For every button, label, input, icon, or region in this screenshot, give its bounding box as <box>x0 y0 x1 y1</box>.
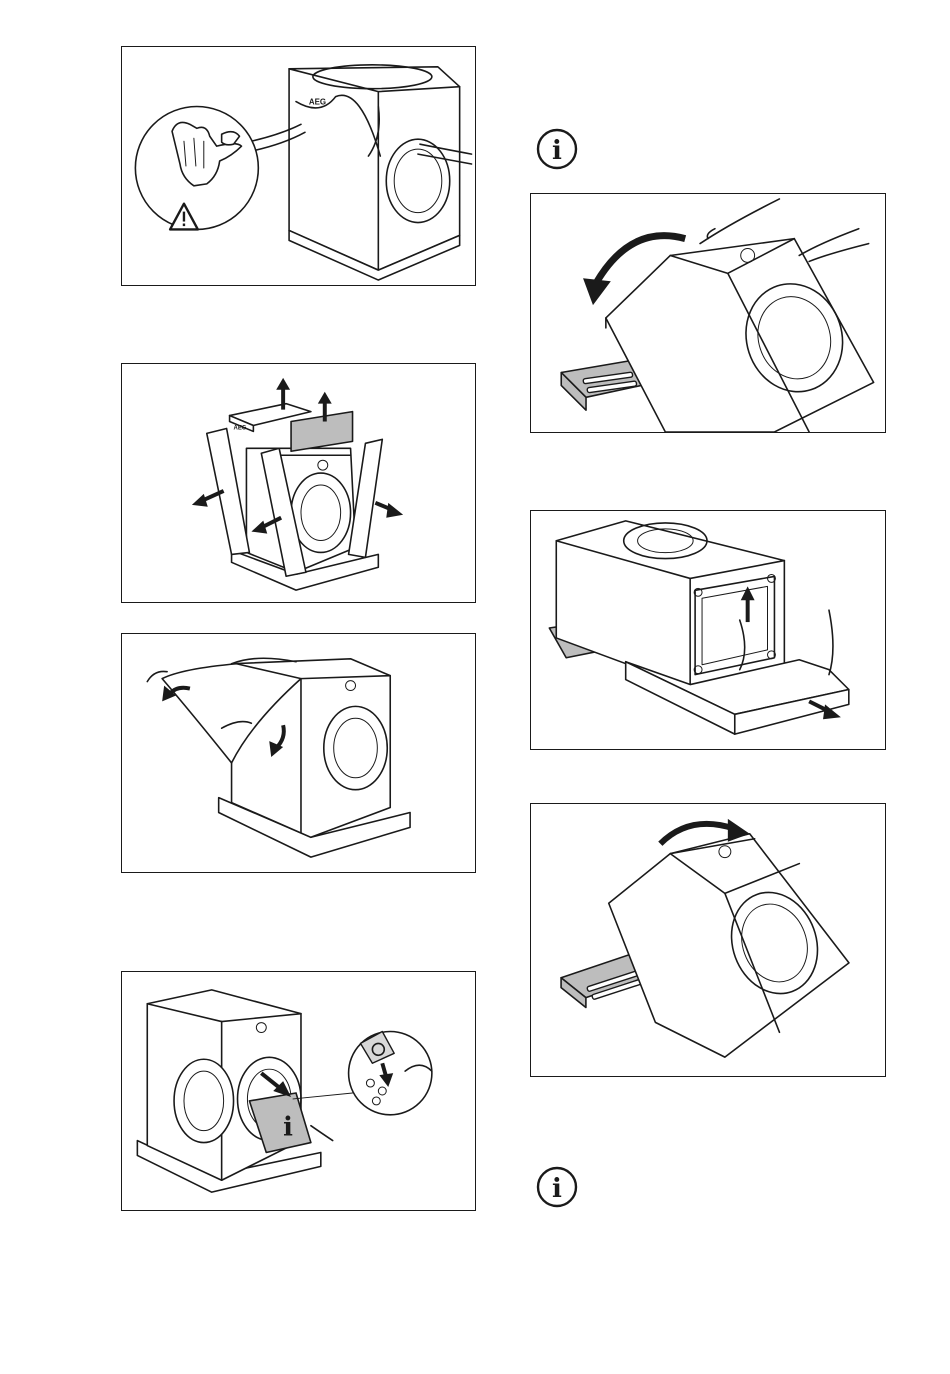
illustration-remove-bag <box>121 633 476 873</box>
tilt-upright-drawing <box>531 804 885 1076</box>
polystyrene-block <box>291 412 352 452</box>
illustration-remove-base <box>530 510 886 750</box>
info-icon: i <box>535 1165 579 1209</box>
remove-corners-drawing: AEG <box>122 364 475 602</box>
illustration-tilt-upright <box>530 803 886 1077</box>
illustration-remove-film: AEG <box>121 46 476 286</box>
remove-film-drawing: AEG <box>122 47 475 285</box>
illustration-tilt-back <box>530 193 886 433</box>
illustration-remove-corners: AEG <box>121 363 476 603</box>
arrow-right-icon <box>375 503 403 518</box>
brand-label: AEG <box>234 425 247 431</box>
illustration-unpack-accessories: i <box>121 971 476 1211</box>
svg-text:i: i <box>283 1113 293 1143</box>
info-icon: i <box>535 127 579 171</box>
remove-bag-drawing <box>122 634 475 872</box>
svg-text:i: i <box>552 136 562 166</box>
brand-label: AEG <box>309 98 326 107</box>
unpack-accessories-drawing: i <box>122 972 475 1210</box>
svg-text:i: i <box>552 1174 562 1204</box>
corner-post-left <box>207 428 250 554</box>
remove-base-drawing <box>531 511 885 749</box>
tilt-back-drawing <box>531 194 885 432</box>
